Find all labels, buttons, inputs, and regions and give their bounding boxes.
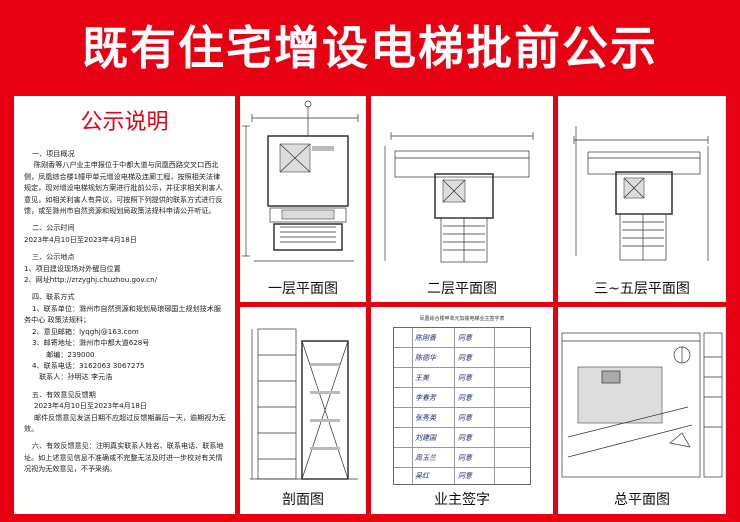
signature-sheet-title: 凤凰综合楼甲单元加装电梯业主签字表 bbox=[419, 316, 505, 322]
section-drawing bbox=[250, 328, 358, 480]
section-head: 三、公示地点 bbox=[32, 252, 75, 262]
signature-row bbox=[394, 328, 530, 348]
notice-section: 一、项目概况 陈刚香等八户业主申报位于中都大道与凤凰西路交叉口西北侧，凤凰综合楼… bbox=[24, 148, 227, 216]
signature-mark: 同意 bbox=[458, 414, 472, 422]
floor2-caption: 二层平面图 bbox=[427, 281, 497, 297]
notice-heading: 公示说明 bbox=[80, 110, 169, 135]
section-line: 2023年4月10日至2023年4月18日 bbox=[24, 234, 137, 244]
signature-mark: 同意 bbox=[458, 434, 472, 442]
section-line: 3、邮寄地址：滁州市中都大道628号 bbox=[32, 338, 150, 348]
section-panel: 剖面图 bbox=[240, 307, 366, 514]
signature-name: 周玉兰 bbox=[415, 454, 436, 462]
section-line: 2、网址http://zrzyghj.chuzhou.gov.cn/ bbox=[24, 275, 158, 285]
floor3-5-caption: 三~五层平面图 bbox=[594, 281, 690, 297]
floor1-caption: 一层平面图 bbox=[268, 281, 338, 297]
site-plan-drawing bbox=[561, 332, 723, 478]
signature-name: 张秀英 bbox=[415, 414, 436, 422]
section-line: 2023年4月10日至2023年4月18日 bbox=[34, 401, 147, 411]
signature-name: 刘建国 bbox=[415, 434, 436, 442]
floor3-5-plan-drawing bbox=[573, 126, 709, 261]
signature-col bbox=[494, 328, 495, 484]
section-line: 联系人：孙明达 李元浩 bbox=[32, 372, 113, 382]
site-plan-panel: 总平面图 bbox=[558, 307, 726, 514]
section-head: 六、有效反馈意见：注明真实联系人姓名、联系电话、联系地址。如上述意见信息不准确或… bbox=[24, 441, 224, 474]
signature-name: 王美 bbox=[415, 374, 429, 382]
signature-row bbox=[394, 348, 530, 368]
signature-col bbox=[454, 328, 455, 484]
notice-section: 三、公示地点 1、项目建设现场对外醒目位置 2、网址http://zrzyghj… bbox=[24, 251, 227, 285]
section-line: 4、联系电话：3162063 3067275 bbox=[32, 360, 145, 370]
signature-mark: 同意 bbox=[458, 394, 472, 402]
section-line: 陈刚香等八户业主申报位于中都大道与凤凰西路交叉口西北侧，凤凰综合楼1幢甲单元增设… bbox=[24, 160, 223, 216]
floor2-plan-panel: 二层平面图 bbox=[371, 96, 553, 302]
floor1-plan-drawing bbox=[242, 100, 359, 262]
section-head: 四、联系方式 bbox=[32, 292, 75, 302]
section-line: 1、项目建设现场对外醒目位置 bbox=[24, 263, 121, 273]
notice-section: 四、联系方式 1、联系单位：滁州市自然资源和规划局琅琊国土规划技术服务中心 政策… bbox=[24, 291, 227, 382]
notice-panel: 公示说明 一、项目概况 陈刚香等八户业主申报位于中都大道与凤凰西路交叉口西北侧，… bbox=[14, 96, 235, 514]
signature-mark: 同意 bbox=[458, 374, 472, 382]
section-head: 五、有效意见反馈期 bbox=[32, 389, 96, 399]
page-title: 既有住宅增设电梯批前公示 bbox=[82, 21, 658, 75]
signature-row bbox=[394, 448, 530, 468]
signature-name: 李春芳 bbox=[415, 394, 436, 402]
floor3-5-plan-panel: 三~五层平面图 bbox=[558, 96, 726, 302]
signature-mark: 同意 bbox=[458, 454, 472, 462]
signatures-panel: 凤凰综合楼甲单元加装电梯业主签字表 陈刚香 同意 陈德华 同意 王美 同意 李春… bbox=[371, 307, 553, 514]
section-line: 1、联系单位：滁州市自然资源和规划局琅琊国土规划技术服务中心 政策法规科； bbox=[24, 303, 221, 325]
notice-section: 六、有效反馈意见：注明真实联系人姓名、联系电话、联系地址。如上述意见信息不准确或… bbox=[24, 440, 227, 474]
signature-mark: 同意 bbox=[458, 354, 472, 362]
section-head: 一、项目概况 bbox=[32, 149, 75, 158]
section-head: 二、公示时间 bbox=[32, 223, 75, 233]
signature-row bbox=[394, 408, 530, 428]
signature-name: 陈德华 bbox=[415, 354, 436, 362]
signature-mark: 同意 bbox=[458, 472, 472, 480]
section-caption: 剖面图 bbox=[282, 492, 324, 508]
signatures-caption: 业主签字 bbox=[434, 492, 490, 508]
signature-row bbox=[394, 428, 530, 448]
signature-name: 陈刚香 bbox=[415, 334, 436, 342]
section-line: 邮件反馈意见发送日期不应超过反馈期最后一天，逾期视为无效。 bbox=[24, 412, 226, 433]
signature-row bbox=[394, 368, 530, 388]
notice-section: 二、公示时间 2023年4月10日至2023年4月18日 bbox=[24, 222, 227, 245]
signature-table: 陈刚香 同意 陈德华 同意 王美 同意 李春芳 同意 张秀英 同意 刘建国 同意… bbox=[393, 327, 531, 485]
site-plan-caption: 总平面图 bbox=[614, 492, 670, 508]
signature-row bbox=[394, 388, 530, 408]
notice-body: 一、项目概况 陈刚香等八户业主申报位于中都大道与凤凰西路交叉口西北侧，凤凰综合楼… bbox=[24, 142, 227, 475]
signature-col bbox=[412, 328, 413, 484]
signature-name: 吴红 bbox=[415, 472, 429, 480]
section-line: 2、意见邮箱：lyqghj@163.com bbox=[32, 326, 139, 336]
floor2-plan-drawing bbox=[384, 132, 534, 263]
signature-mark: 同意 bbox=[458, 334, 472, 342]
floor1-plan-panel: 一层平面图 bbox=[240, 96, 366, 302]
section-line: 邮编：239000 bbox=[32, 349, 95, 359]
notice-section: 五、有效意见反馈期 2023年4月10日至2023年4月18日 邮件反馈意见发送… bbox=[24, 389, 227, 435]
